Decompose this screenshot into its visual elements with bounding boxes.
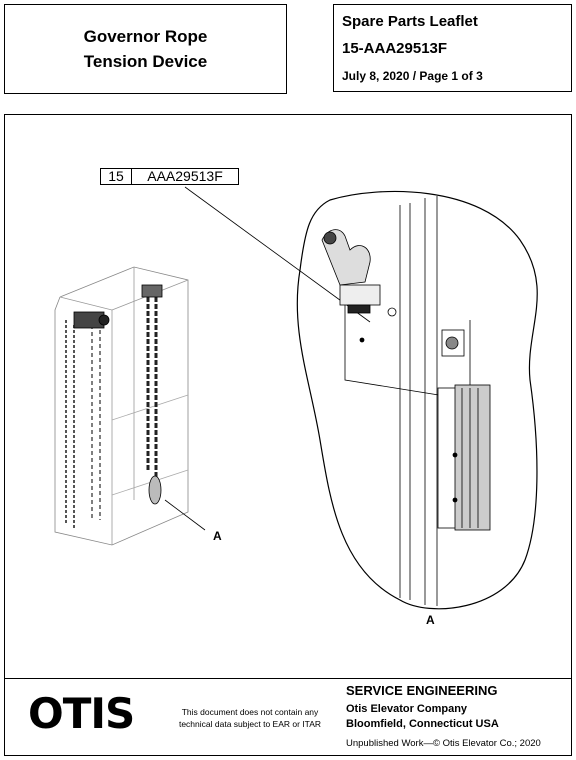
- company-name: Otis Elevator Company: [346, 703, 468, 715]
- leaflet-number: 15-AAA29513F: [342, 40, 448, 57]
- company-location: Bloomfield, Connecticut USA: [346, 718, 499, 730]
- service-engineering-block: SERVICE ENGINEERING Otis Elevator Compan…: [346, 683, 541, 749]
- disclaimer-line-2: technical data subject to EAR or ITAR: [178, 719, 322, 729]
- export-disclaimer: This document does not contain any techn…: [160, 706, 340, 730]
- copyright-notice: Unpublished Work—© Otis Elevator Co.; 20…: [346, 738, 541, 749]
- part-number: AAA29513F: [147, 168, 223, 184]
- otis-logo: OTIS: [28, 689, 135, 738]
- detail-view-illustration: [296, 190, 538, 610]
- figure-frame: [4, 114, 572, 679]
- part-number-label: 15 AAA29513F: [100, 168, 239, 185]
- item-number: 15: [101, 169, 132, 184]
- leader-line: [184, 186, 371, 323]
- disclaimer-line-1: This document does not contain any: [181, 707, 319, 717]
- footer-frame: [4, 678, 572, 756]
- callout-a-left: A: [213, 529, 222, 543]
- department: SERVICE ENGINEERING: [346, 683, 498, 698]
- document-title-box: Governor Rope Tension Device: [4, 4, 287, 94]
- shaft-overview-illustration: [54, 266, 206, 546]
- title-line-1: Governor Rope: [83, 27, 208, 46]
- leaflet-type: Spare Parts Leaflet: [342, 13, 478, 30]
- leaflet-info-box: Spare Parts Leaflet 15-AAA29513F July 8,…: [333, 4, 572, 92]
- callout-a-detail: A: [426, 613, 435, 627]
- leaflet-date-page: July 8, 2020 / Page 1 of 3: [342, 69, 483, 83]
- title-line-2: Tension Device: [83, 52, 208, 71]
